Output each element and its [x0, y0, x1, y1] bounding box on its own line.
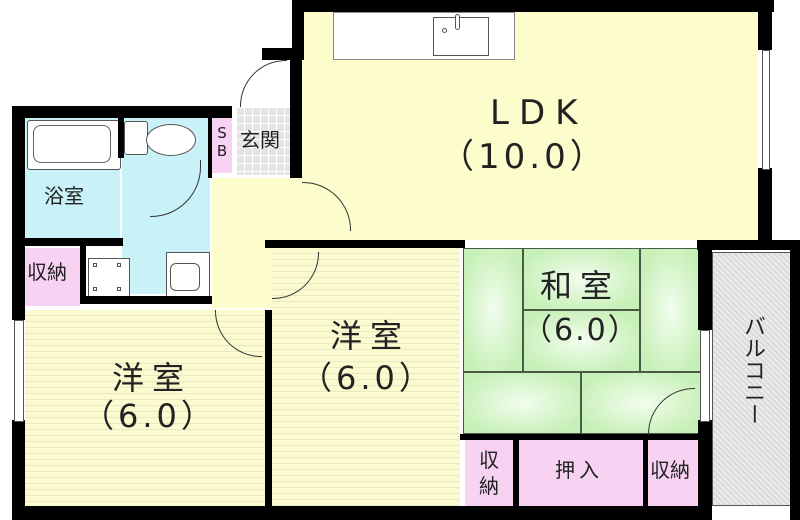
western-room-2-floor — [272, 248, 460, 506]
western-room-2-name: 洋室 — [330, 317, 411, 355]
ldk-name: LDK — [490, 93, 588, 133]
toilet-bowl-icon — [146, 124, 196, 156]
shoebox — [212, 118, 232, 173]
wall — [265, 310, 272, 510]
wall — [25, 238, 123, 246]
oshiire — [519, 440, 643, 506]
storage-right-label: 収納 — [650, 458, 690, 482]
western-room-1-size: （6.0） — [82, 397, 217, 435]
wall — [698, 240, 712, 330]
wall — [12, 420, 25, 520]
wall — [643, 440, 648, 506]
wall — [80, 246, 86, 304]
tatami-mat — [463, 372, 581, 434]
wall — [265, 240, 465, 248]
storage-left — [25, 248, 80, 306]
storage-mid-label: 収納 — [479, 448, 499, 498]
wall — [300, 0, 774, 12]
kitchen-sink-icon — [433, 14, 489, 56]
wall — [208, 118, 212, 178]
japanese-room-size: （6.0） — [522, 313, 640, 348]
tatami-mat — [640, 248, 701, 372]
western-room-2-size: （6.0） — [300, 359, 435, 397]
wall — [118, 118, 124, 158]
wall — [790, 240, 800, 520]
balcony-floor — [712, 252, 792, 506]
wall — [460, 434, 710, 440]
wall — [513, 440, 519, 506]
bath-label: 浴室 — [44, 184, 84, 208]
washing-machine-icon — [88, 258, 130, 298]
washbasin-icon — [166, 252, 210, 298]
wall — [12, 106, 232, 118]
wall — [290, 48, 302, 178]
storage-mid — [465, 440, 513, 506]
bathtub-icon — [27, 120, 121, 170]
western-room-1-name: 洋室 — [112, 359, 193, 397]
window — [14, 320, 24, 422]
japanese-room-name: 和室 — [540, 267, 621, 305]
wall — [12, 506, 712, 520]
window — [762, 50, 770, 170]
wall — [292, 0, 304, 60]
wall — [12, 106, 25, 320]
wall — [80, 296, 212, 304]
shoebox-label: SB — [216, 124, 228, 160]
western-room-1-floor — [25, 310, 265, 506]
window — [700, 330, 710, 422]
tatami-mat — [523, 248, 640, 310]
tatami-mat — [463, 248, 523, 372]
storage-left-label: 収納 — [27, 260, 67, 284]
wall — [697, 240, 800, 250]
balcony-label: バルコニー — [740, 315, 765, 425]
entrance-label: 玄関 — [240, 128, 280, 152]
oshiire-label: 押入 — [555, 458, 603, 482]
toilet-icon — [124, 121, 148, 155]
entrance-floor — [236, 107, 296, 175]
ldk-size: （10.0） — [440, 137, 608, 177]
wall — [698, 420, 712, 520]
storage-right — [648, 440, 698, 506]
tatami-mat — [523, 310, 640, 372]
wall — [758, 168, 772, 248]
wall — [758, 0, 772, 50]
entrance-door[interactable] — [240, 60, 287, 107]
